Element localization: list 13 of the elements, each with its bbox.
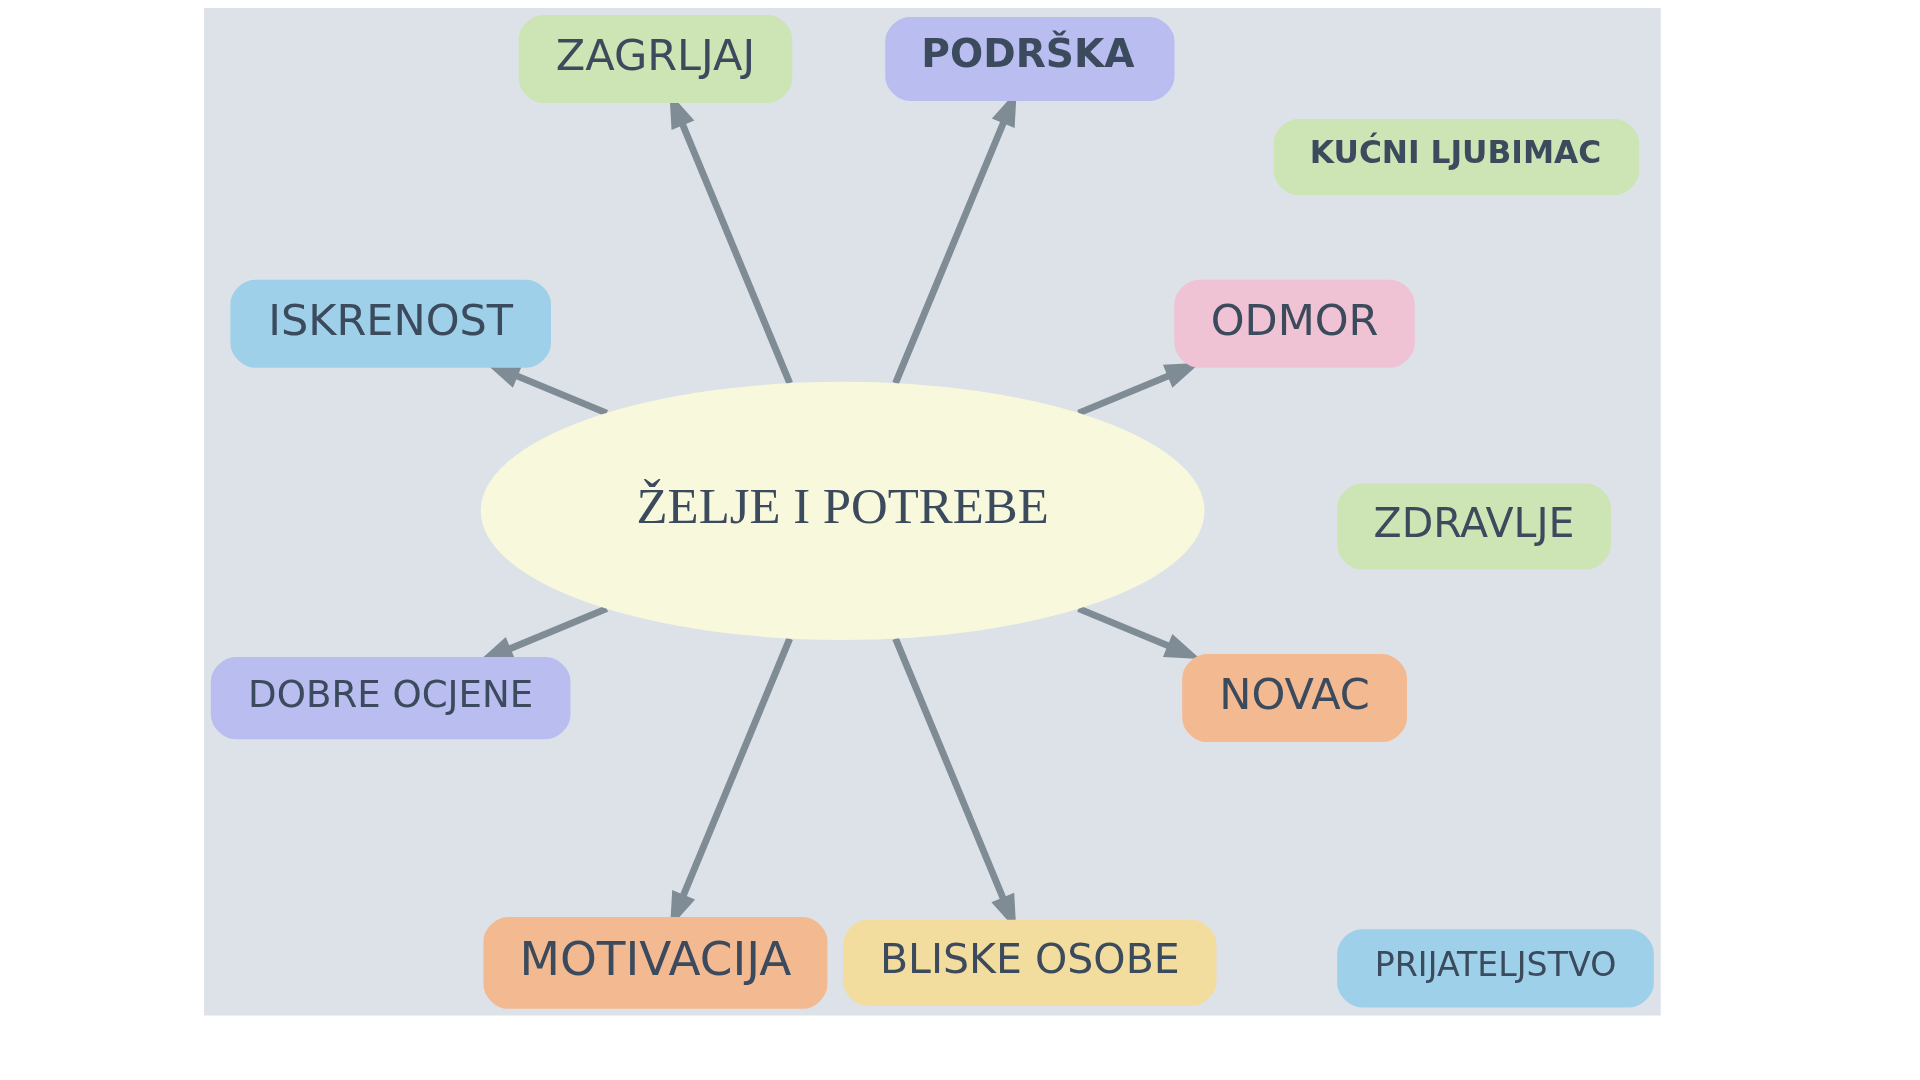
node-box: ISKRENOST <box>229 279 551 368</box>
node-box: PODRŠKA <box>884 16 1174 101</box>
node-box: ZAGRLJAJ <box>518 14 792 103</box>
node-box: PRIJATELJSTVO <box>1336 929 1654 1008</box>
arrow <box>1076 605 1200 659</box>
node-box: ZDRAVLJE <box>1336 483 1611 570</box>
node-box: NOVAC <box>1181 654 1407 743</box>
node-box: DOBRE OCJENE <box>210 657 570 740</box>
node-box: MOTIVACIJA <box>482 916 827 1009</box>
node-box: BLISKE OSOBE <box>842 919 1217 1006</box>
node-box: ODMOR <box>1173 279 1415 368</box>
node-ellipse: ŽELJE I POTREBE <box>480 381 1204 640</box>
node-box: KUĆNI LJUBIMAC <box>1273 118 1639 196</box>
